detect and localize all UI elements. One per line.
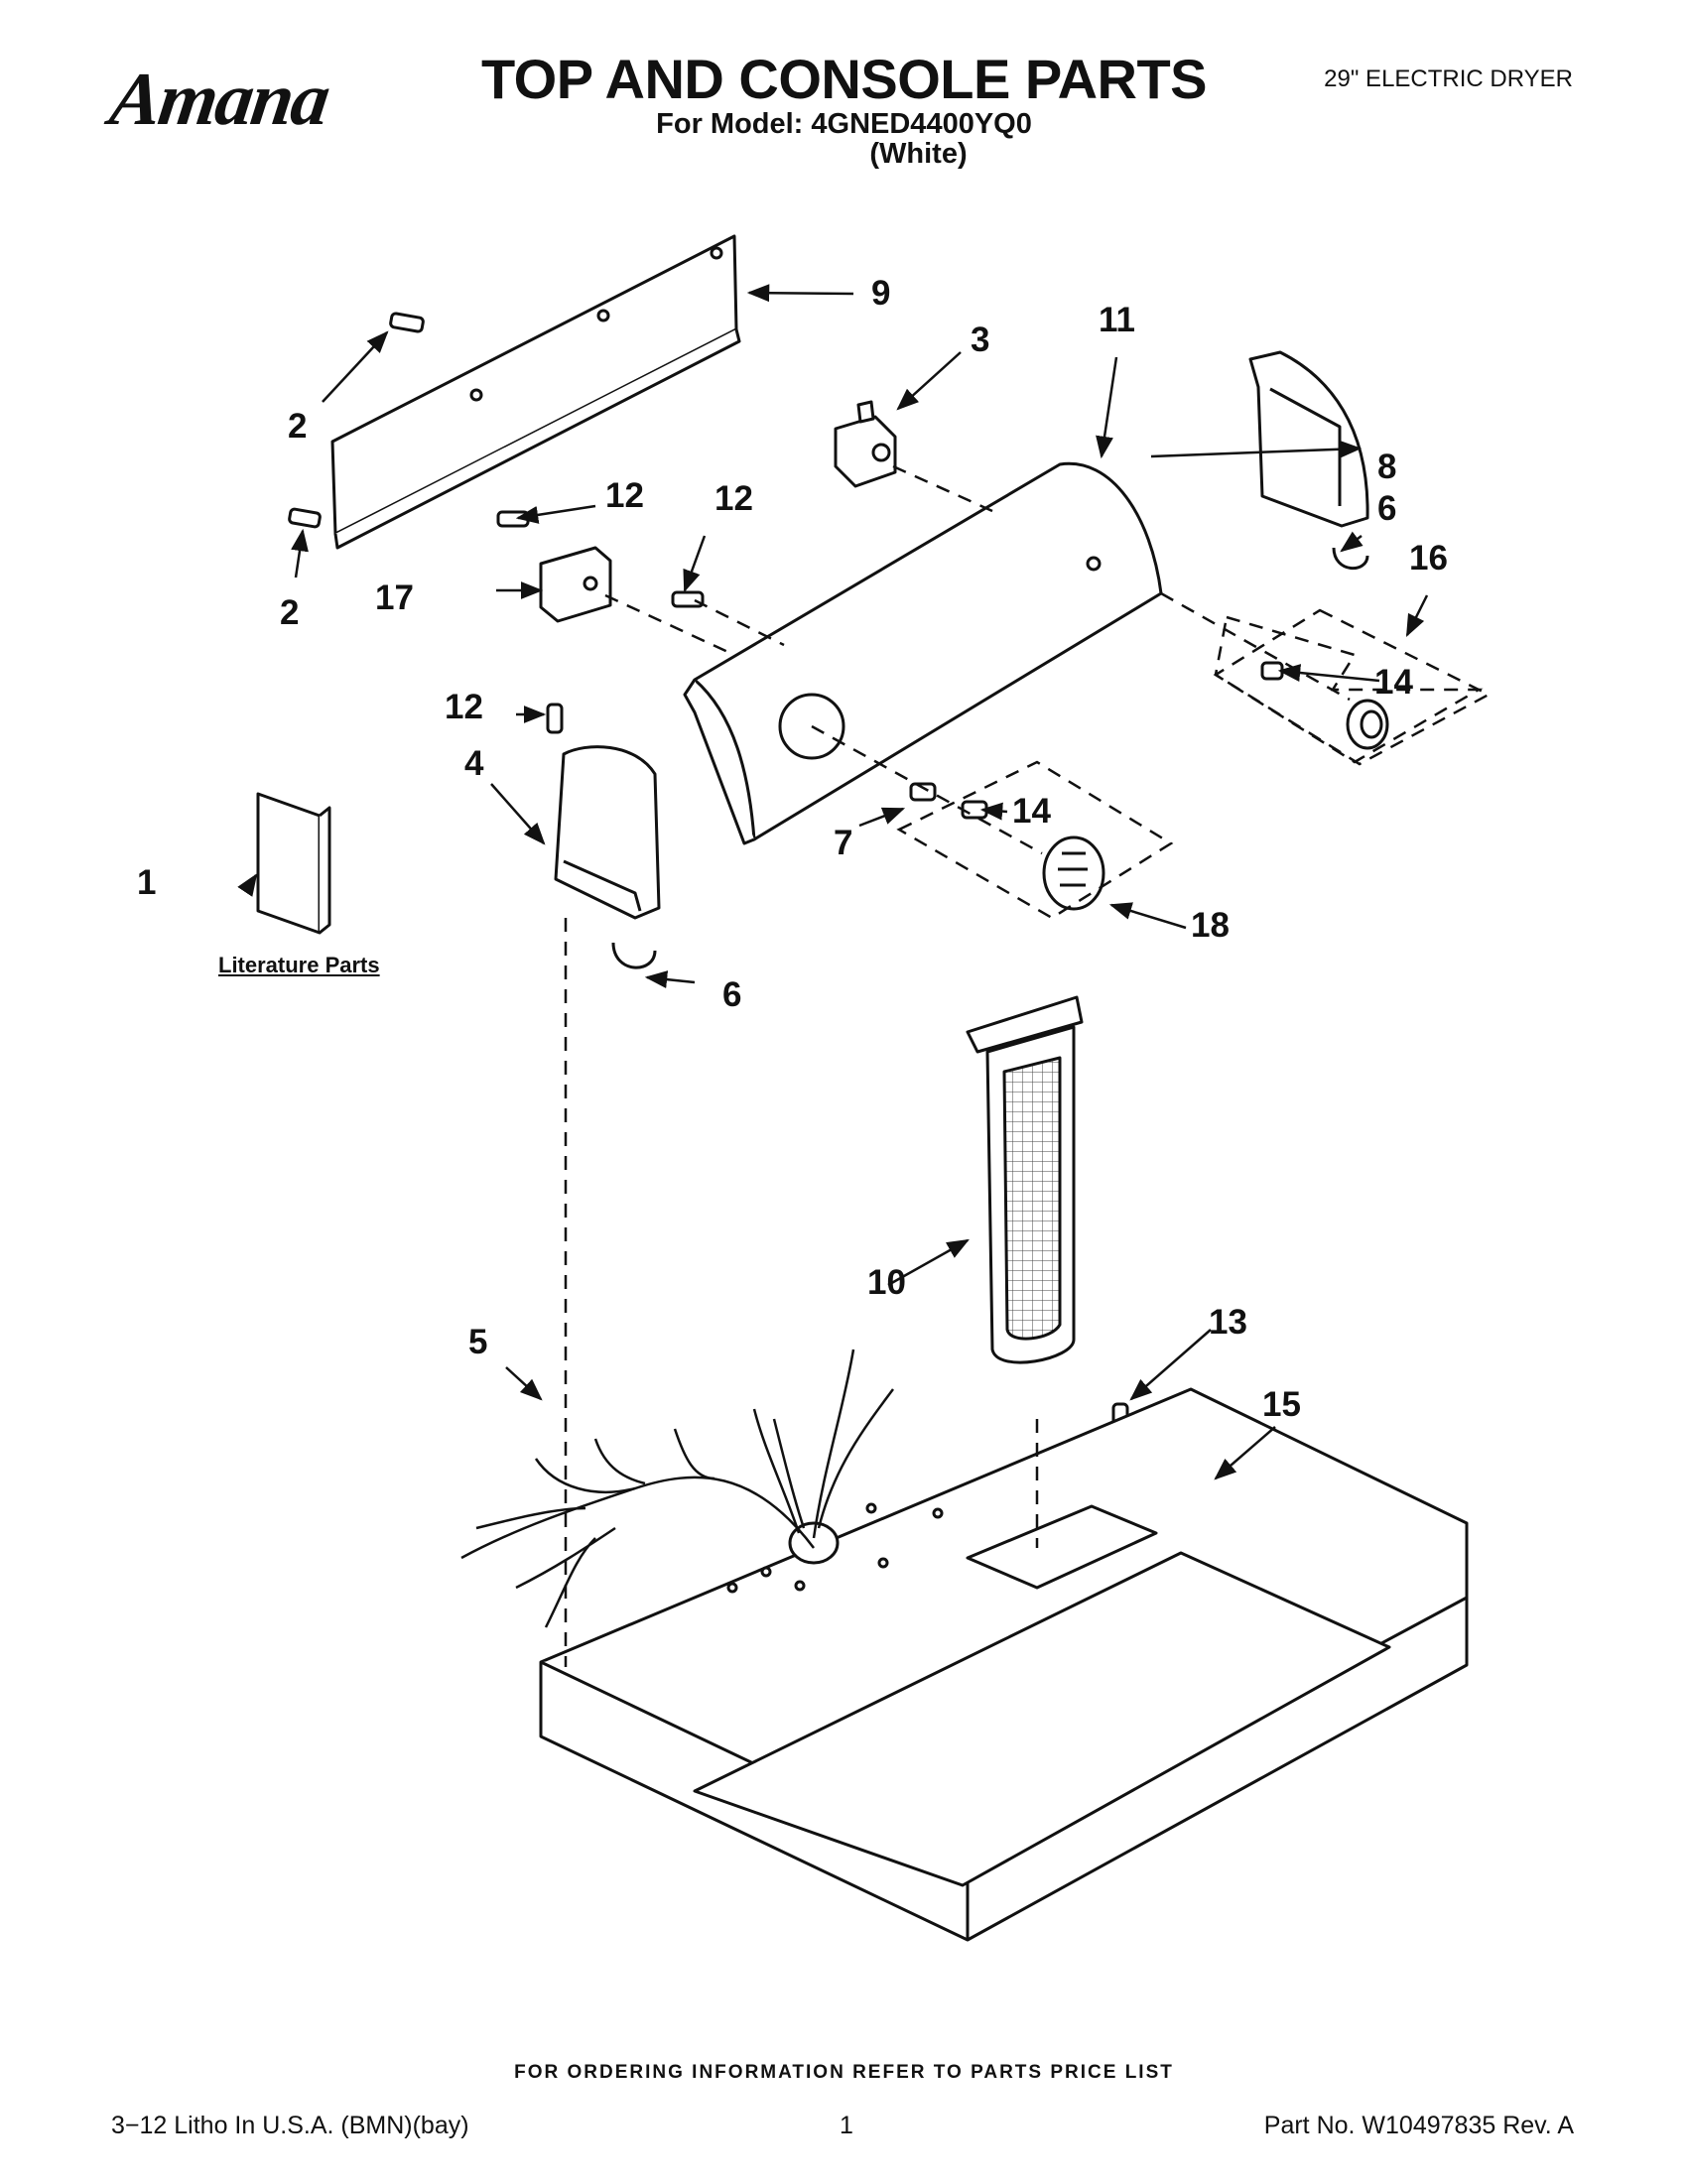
callout-number: 12	[605, 476, 644, 515]
knob-icon	[1260, 661, 1389, 750]
page-title: TOP AND CONSOLE PARTS	[480, 48, 1208, 110]
literature-booklet	[256, 792, 331, 935]
screw-icon	[288, 312, 425, 529]
literature-parts-label: Literature Parts	[218, 953, 380, 977]
callout-number: 8	[1377, 448, 1397, 486]
console-body	[683, 461, 1163, 845]
end-cap-right	[1248, 350, 1369, 528]
callout-number: 12	[714, 479, 753, 518]
callout-number: 16	[1409, 539, 1448, 578]
callout-number: 2	[280, 593, 300, 632]
console-rear-panel	[330, 234, 741, 550]
callout-number: 15	[1262, 1385, 1301, 1424]
callout-number: 6	[1377, 489, 1397, 528]
knob-icon	[909, 782, 1105, 911]
callout-number: 1	[137, 863, 157, 902]
callout-number: 5	[468, 1323, 488, 1361]
ordering-note: FOR ORDERING INFORMATION REFER TO PARTS …	[514, 2062, 1174, 2083]
callout-number: 17	[375, 578, 414, 617]
end-cap-left	[554, 745, 661, 920]
callout-number: 14	[1012, 792, 1051, 831]
lint-filter	[966, 995, 1084, 1364]
clip-icon	[611, 942, 657, 969]
part-number: Part No. W10497835 Rev. A	[1263, 2112, 1574, 2139]
callout-number: 4	[464, 744, 484, 783]
callout-number: 14	[1374, 663, 1413, 702]
model-subtitle: For Model: 4GNED4400YQ0 (White)	[0, 109, 1688, 170]
callout-number: 13	[1209, 1303, 1247, 1342]
timer-icon	[539, 546, 612, 623]
litho-info: 3−12 Litho In U.S.A. (BMN)(bay)	[111, 2112, 469, 2139]
callout-number: 3	[971, 321, 990, 359]
clip-icon	[1332, 547, 1369, 571]
screw-icon	[496, 510, 705, 734]
dryer-top-panel	[539, 1387, 1469, 1942]
callout-number: 9	[871, 274, 891, 313]
color-line: (White)	[869, 138, 968, 171]
callout-number: 18	[1191, 906, 1230, 945]
page-number: 1	[840, 2112, 853, 2139]
callout-number: 2	[288, 407, 308, 446]
switch-icon	[834, 400, 897, 488]
callout-number: 7	[834, 824, 853, 862]
product-type: 29" ELECTRIC DRYER	[1324, 65, 1573, 92]
callout-number: 11	[1099, 301, 1135, 339]
callout-number: 10	[867, 1263, 906, 1302]
callout-number: 12	[445, 688, 483, 726]
callout-number: 6	[722, 975, 742, 1014]
model-line: For Model: 4GNED4400YQ0	[656, 108, 1032, 140]
wire-harness	[460, 1349, 895, 1628]
